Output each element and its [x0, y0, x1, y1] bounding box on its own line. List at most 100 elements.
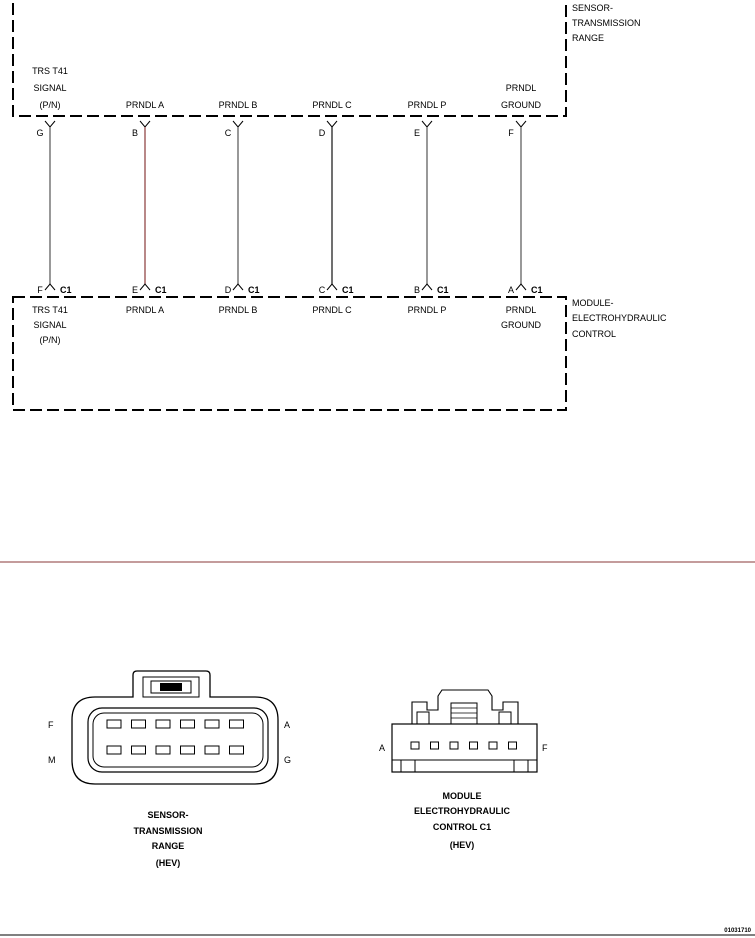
module-connector-symbol [515, 283, 527, 291]
sensor-connector-symbol [421, 120, 433, 128]
sensor-pin-letter: C [225, 128, 232, 138]
sensor-connector-symbol [232, 120, 244, 128]
module-connector-foot-left [400, 759, 416, 773]
sensor-caption-line-3: RANGE [152, 841, 185, 851]
module-name-line-1: MODULE- [572, 298, 614, 308]
sensor-pin-letter: E [414, 128, 420, 138]
sensor-connector-face-outer [87, 707, 269, 773]
sensor-connector-latch-inner [150, 680, 192, 694]
sensor-circuit-label: PRNDL C [312, 100, 352, 110]
module-caption-line-2: ELECTROHYDRAULIC [414, 806, 510, 816]
sensor-connector-symbol [139, 120, 151, 128]
module-connector-ref: C1 [437, 285, 449, 295]
sensor-pin-label-bottom-left: M [48, 755, 56, 765]
sensor-cavity [155, 719, 171, 729]
sensor-circuit-label: GROUND [501, 100, 541, 110]
sensor-pin-label-top-left: F [48, 720, 54, 730]
module-cavity [508, 741, 517, 750]
sensor-pin-letter: G [36, 128, 43, 138]
module-caption-line-4: (HEV) [450, 840, 475, 850]
module-name-line-2: ELECTROHYDRAULIC [572, 313, 667, 323]
sensor-pin-letter: B [132, 128, 138, 138]
sensor-cavity [180, 745, 195, 755]
sensor-pin-label-top-right: A [284, 720, 290, 730]
sensor-pin-letter: F [508, 128, 514, 138]
module-connector-symbol [44, 283, 56, 291]
module-circuit-label: TRS T41 [32, 305, 68, 315]
sensor-connector-latch [142, 676, 200, 698]
module-connector-foot-right [513, 759, 529, 773]
module-circuit-label: PRNDL B [219, 305, 258, 315]
module-component-box [12, 296, 567, 411]
sensor-cavity [131, 719, 146, 729]
sensor-cavity [204, 745, 220, 755]
sensor-cavity [131, 745, 146, 755]
module-connector-symbol [139, 283, 151, 291]
sensor-name-line-3: RANGE [572, 33, 604, 43]
sensor-circuit-label: (P/N) [40, 100, 61, 110]
module-connector-ref: C1 [60, 285, 72, 295]
module-connector-top-housing [411, 689, 519, 724]
module-connector-view: A F MODULE ELECTROHYDRAULIC CONTROL C1 (… [379, 689, 548, 850]
module-connector-ref: C1 [342, 285, 354, 295]
sensor-circuit-label: PRNDL [506, 83, 537, 93]
sensor-pin-letter: D [319, 128, 326, 138]
sensor-circuit-label: PRNDL B [219, 100, 258, 110]
module-cavity [488, 741, 498, 750]
module-component-name: MODULE- ELECTROHYDRAULIC CONTROL [572, 298, 667, 339]
module-connector-latch [450, 702, 478, 725]
module-connector-ref: C1 [248, 285, 260, 295]
figure-number: 01031710 [724, 928, 751, 934]
module-name-line-3: CONTROL [572, 329, 616, 339]
module-pin-letter: E [132, 285, 138, 295]
module-connector-symbol [421, 283, 433, 291]
sensor-connector-view: F M A G SENSOR- TRANSMISSION RANGE (HEV) [48, 670, 291, 868]
module-caption-line-3: CONTROL C1 [433, 822, 491, 832]
module-circuit-label: GROUND [501, 320, 541, 330]
sensor-connector-symbol [44, 120, 56, 128]
sensor-circuit-label: TRS T41 [32, 66, 68, 76]
sensor-caption-line-1: SENSOR- [147, 810, 188, 820]
module-connector-body [391, 723, 538, 773]
sensor-connector-symbol [515, 120, 527, 128]
module-circuit-label: PRNDL A [126, 305, 164, 315]
module-pin-letter: D [225, 285, 232, 295]
module-connector-tab-left [416, 711, 430, 725]
module-circuit-label: PRNDL C [312, 305, 352, 315]
module-connector-symbol [326, 283, 338, 291]
sensor-cavity [106, 719, 122, 729]
sensor-component-box [12, 0, 567, 117]
sensor-pin-label-bottom-right: G [284, 755, 291, 765]
module-circuit-label: (P/N) [40, 335, 61, 345]
sensor-circuit-label: PRNDL A [126, 100, 164, 110]
module-cavity [469, 741, 478, 750]
module-pin-letter: B [414, 285, 420, 295]
module-circuit-label: SIGNAL [33, 320, 66, 330]
module-pin-letter: A [508, 285, 514, 295]
module-cavity [410, 741, 420, 750]
sensor-name-line-1: SENSOR- [572, 3, 613, 13]
module-pin-label-right: F [542, 743, 548, 753]
module-pin-letter: F [37, 285, 43, 295]
sensor-caption-line-4: (HEV) [156, 858, 181, 868]
sensor-name-line-2: TRANSMISSION [572, 18, 641, 28]
sensor-caption-line-2: TRANSMISSION [133, 826, 202, 836]
sensor-connector-latch-tab [160, 683, 182, 691]
sensor-cavity [106, 745, 122, 755]
sensor-cavity [229, 719, 244, 729]
module-connector-tab-right [498, 711, 512, 725]
sensor-connector-symbol [326, 120, 338, 128]
module-cavity [449, 741, 459, 750]
module-pin-label-left: A [379, 743, 385, 753]
module-connector-ref: C1 [155, 285, 167, 295]
sensor-circuit-label: PRNDL P [408, 100, 447, 110]
sensor-cavity [180, 719, 195, 729]
sensor-cavity [155, 745, 171, 755]
